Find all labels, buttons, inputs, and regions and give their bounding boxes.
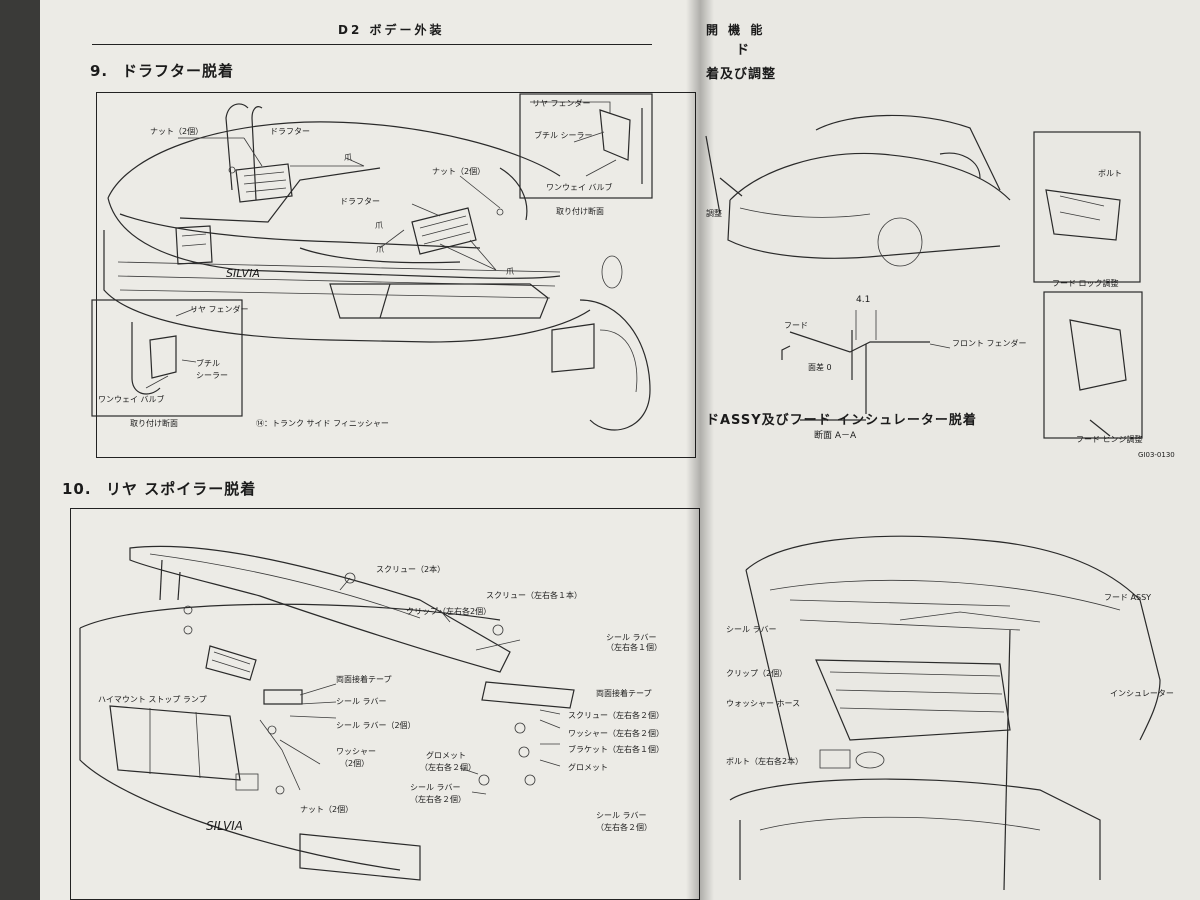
label-washer-hose: ウォッシャー ホース [726,699,801,708]
label-bolt: ボルト [1098,169,1122,178]
label-drafter-left: ドラフター [270,127,310,136]
label-tape-1: 両面接着テープ [336,675,392,684]
label-clip: クリップ（左右各2個） [406,607,492,616]
label-figure-number: GI03-0130 [1138,451,1175,459]
label-claw-2: 爪 [375,221,383,230]
label-butyl-inset2: ブチル [196,359,220,368]
label-seal-rubber: シール ラバー [336,697,387,706]
label-clip-right: クリップ（2個） [726,669,788,678]
label-washer-lr: ワッシャー（左右各２個） [568,729,664,738]
label-seal-rubber-c2: （左右各２個） [596,823,652,832]
label-screw-lr2: スクリュー（左右各２個） [568,711,664,720]
right-sub1: ド [736,43,751,58]
label-drafter-right: ドラフター [340,197,380,206]
section-9-title: ドラフター脱着 [122,62,235,80]
label-nut-left: ナット（2個） [150,127,204,136]
label-bracket: ブラケット（左右各１個） [568,745,664,754]
label-seal-rubber-2: シール ラバー（2個） [336,721,416,730]
label-flush: 面差 0 [808,363,832,372]
label-tape-2: 両面接着テープ [596,689,652,698]
label-nut-2: ナット（2個） [300,805,354,814]
label-bolt-lr: ボルト（左右各2本） [726,757,804,766]
label-seal-rubber-right: シール ラバー [726,625,777,634]
label-seal-rubber-a: シール ラバー [606,633,657,642]
label-seal-rubber-c: シール ラバー [596,811,647,820]
label-rear-fender-inset1: リヤ フェンダー [532,99,591,108]
label-section-aa: 断面 A－A [814,431,857,441]
label-mount-section-1: 取り付け断面 [556,207,604,216]
label-hood-assy: フード ASSY [1104,593,1152,602]
label-grommet-lr: （左右各２個） [420,763,476,772]
label-seal-rubber-b2: （左右各２個） [410,795,466,804]
label-nut-right: ナット（2個） [432,167,486,176]
label-screw-lr1: スクリュー（左右各１本） [486,591,582,600]
section-9-number: 9. [90,62,109,80]
label-rear-fender-inset2: リヤ フェンダー [190,305,249,314]
label-claw-3: 爪 [376,245,384,254]
inset-mount-section-2 [91,299,243,417]
label-grommet-2: グロメット [568,763,608,772]
label-front-fender: フロント フェンダー [952,339,1027,348]
book-gutter [686,0,714,900]
page-header: D2 ボデー外装 [338,23,445,37]
label-dimension: 4.1 [856,295,871,305]
label-butyl-sealer-inset1: ブチル シーラー [534,131,593,140]
right-sub2: 着及び調整 [706,67,777,82]
silvia-emblem-10: SILVIA [206,819,243,833]
label-hood-lock-adjust: フード ロック調整 [1052,279,1119,288]
label-oneway-valve-inset2: ワンウェイ バルブ [98,395,165,404]
drafter-figure [96,92,696,458]
label-hood: フード [784,321,808,330]
right-page: 開 機 能 ド 着及び調整 ドASSY及びフード インシュレーター脱着 [700,0,1200,900]
section-10-title: リヤ スポイラー脱着 [106,480,257,498]
front-car-drawing [705,114,1143,439]
label-adjust: 調整 [706,209,722,218]
label-washer: ワッシャー [336,747,376,756]
label-grommet: グロメット [426,751,466,760]
inset-mount-section-1 [519,93,653,199]
label-seal-rubber-b: シール ラバー [410,783,461,792]
label-screw-2: スクリュー（2本） [376,565,446,574]
car-rear-drawing [103,103,651,431]
hood-open-drawing [729,535,1161,891]
silvia-emblem-9: SILVIA [226,267,260,280]
label-hinge-adjust: フード ヒンジ調整 [1076,435,1143,444]
label-claw-4: 爪 [506,267,514,276]
label-mount-section-2: 取り付け断面 [130,419,178,428]
section-aa-drawing [781,310,951,421]
label-claw-1: 爪 [344,153,352,162]
label-sealer-inset2: シーラー [196,371,228,380]
spoiler-drawing [79,545,575,881]
label-trunk-side-finisher: ⑭：トランク サイド フィニッシャー [256,419,389,428]
label-oneway-valve-inset1: ワンウェイ バルブ [546,183,613,192]
header-rule [92,44,652,46]
label-insulator: インシュレーター [1110,689,1174,698]
label-seal-rubber-a2: （左右各１個） [606,643,662,652]
label-high-mount-stop-lamp: ハイマウント ストップ ランプ [98,695,207,704]
section-10-number: 10. [62,480,92,498]
label-washer-2: （2個） [340,759,370,768]
right-header: 開 機 能 [706,23,766,37]
